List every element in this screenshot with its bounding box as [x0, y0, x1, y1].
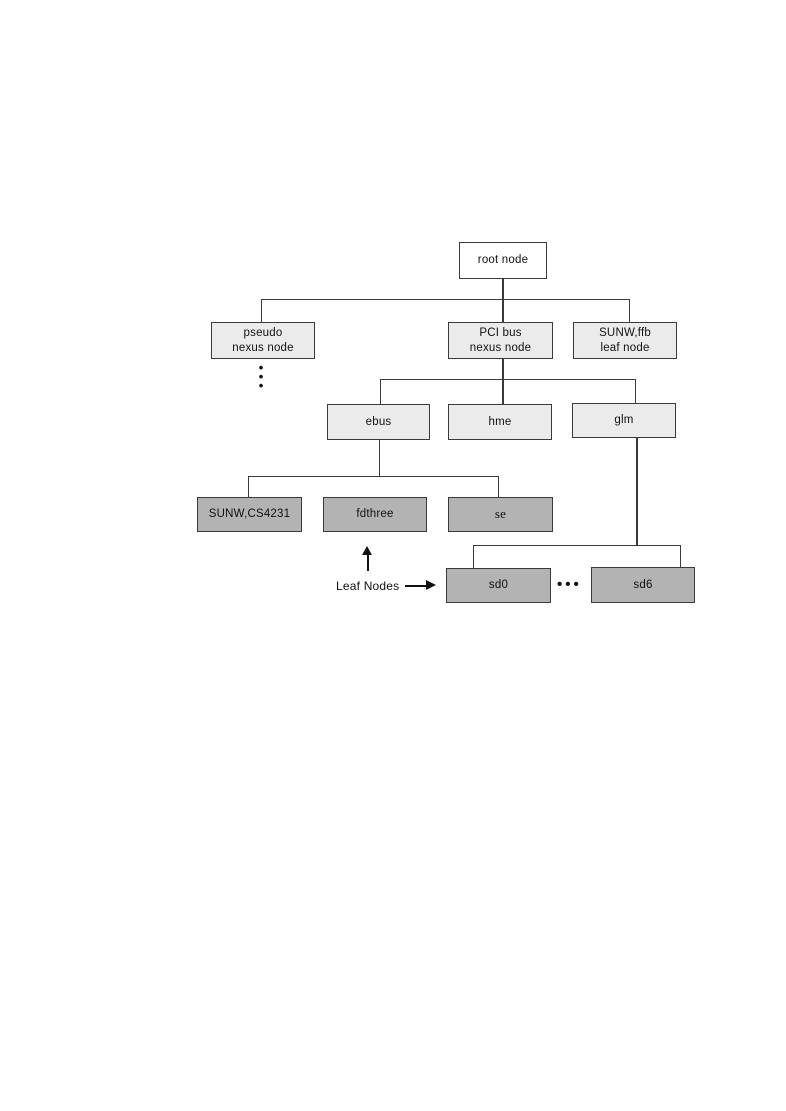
node-glm-label: glm	[614, 414, 634, 427]
node-sunw-cs4231-label: SUNW,CS4231	[208, 508, 291, 521]
connector-glm-children-rail	[473, 544, 681, 546]
connector-ebus-stem	[378, 440, 380, 476]
connector-drop-se	[497, 476, 499, 497]
connector-drop-cs4231	[247, 476, 249, 497]
node-sunw-ffb-leaf: SUNW,ffb leaf node	[573, 322, 677, 359]
node-sunw-cs4231: SUNW,CS4231	[197, 497, 302, 532]
node-pseudo-nexus-label: pseudo nexus node	[232, 326, 294, 354]
node-glm: glm	[572, 403, 676, 438]
node-root: root node	[459, 242, 547, 279]
node-se: se	[448, 497, 553, 532]
connector-pci-children-rail	[380, 378, 636, 380]
connector-drop-glm	[634, 379, 636, 403]
horizontal-ellipsis-icon: •••	[557, 576, 582, 593]
node-pci-bus-nexus-label: PCI bus nexus node	[469, 326, 532, 354]
node-pci-bus-nexus: PCI bus nexus node	[448, 322, 553, 359]
node-ebus-label: ebus	[365, 415, 392, 428]
node-sunw-ffb-leaf-label: SUNW,ffb leaf node	[599, 326, 651, 354]
connector-ebus-children-rail	[248, 475, 499, 477]
connector-drop-pci	[502, 299, 504, 322]
leaf-nodes-label: Leaf Nodes	[336, 579, 400, 593]
node-fdthree: fdthree	[323, 497, 427, 532]
node-pseudo-nexus: pseudo nexus node	[211, 322, 315, 359]
connector-glm-stem	[636, 438, 638, 545]
node-sd6: sd6	[591, 567, 695, 603]
connector-root-stem	[502, 279, 504, 299]
node-sd0: sd0	[446, 568, 551, 603]
connector-drop-ffb	[628, 299, 630, 322]
node-se-label: se	[494, 506, 507, 522]
node-sd0-label: sd0	[488, 579, 509, 592]
node-fdthree-label: fdthree	[356, 508, 394, 521]
connector-drop-sd6	[679, 545, 681, 567]
node-sd6-label: sd6	[633, 578, 653, 591]
node-hme: hme	[448, 404, 552, 440]
connector-drop-sd0	[472, 545, 474, 568]
vertical-ellipsis-icon: • • •	[258, 360, 264, 393]
connector-drop-ebus	[379, 379, 381, 404]
connector-root-children-rail	[261, 298, 630, 300]
node-root-label: root node	[477, 254, 529, 267]
connector-pci-stem	[502, 359, 504, 404]
node-hme-label: hme	[488, 415, 512, 428]
connector-drop-pseudo	[260, 299, 262, 322]
node-ebus: ebus	[327, 404, 430, 440]
